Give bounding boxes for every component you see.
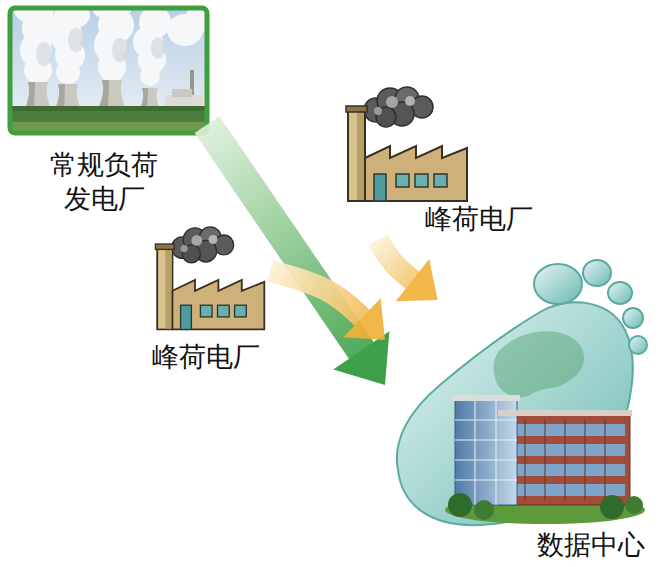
node-label: 数据中心 [537, 528, 645, 562]
arrow-shaft [207, 125, 364, 354]
arrow-head [396, 259, 438, 301]
node-label: 峰荷电厂 [152, 340, 260, 374]
peak-plant-icon [346, 87, 467, 201]
arrow-head [343, 298, 385, 340]
flow-arrow [378, 240, 438, 301]
conventional-plant: 常规负荷 发电厂 [10, 8, 207, 220]
peak-plant: 峰荷电厂 [148, 226, 270, 376]
node-label: 常规负荷 发电厂 [39, 148, 169, 216]
data-center: 数据中心 [385, 300, 648, 566]
flow-arrow [270, 271, 385, 340]
flow-arrow [207, 125, 389, 386]
peak-plant: 峰荷电厂 [338, 86, 538, 240]
arrow-shaft [378, 240, 415, 282]
data-center-building [445, 395, 645, 524]
steam [14, 8, 207, 86]
power-plant-photo [10, 0, 214, 133]
node-label: 峰荷电厂 [425, 202, 533, 236]
peak-plant-icon [155, 227, 264, 330]
arrow-shaft [270, 271, 364, 320]
